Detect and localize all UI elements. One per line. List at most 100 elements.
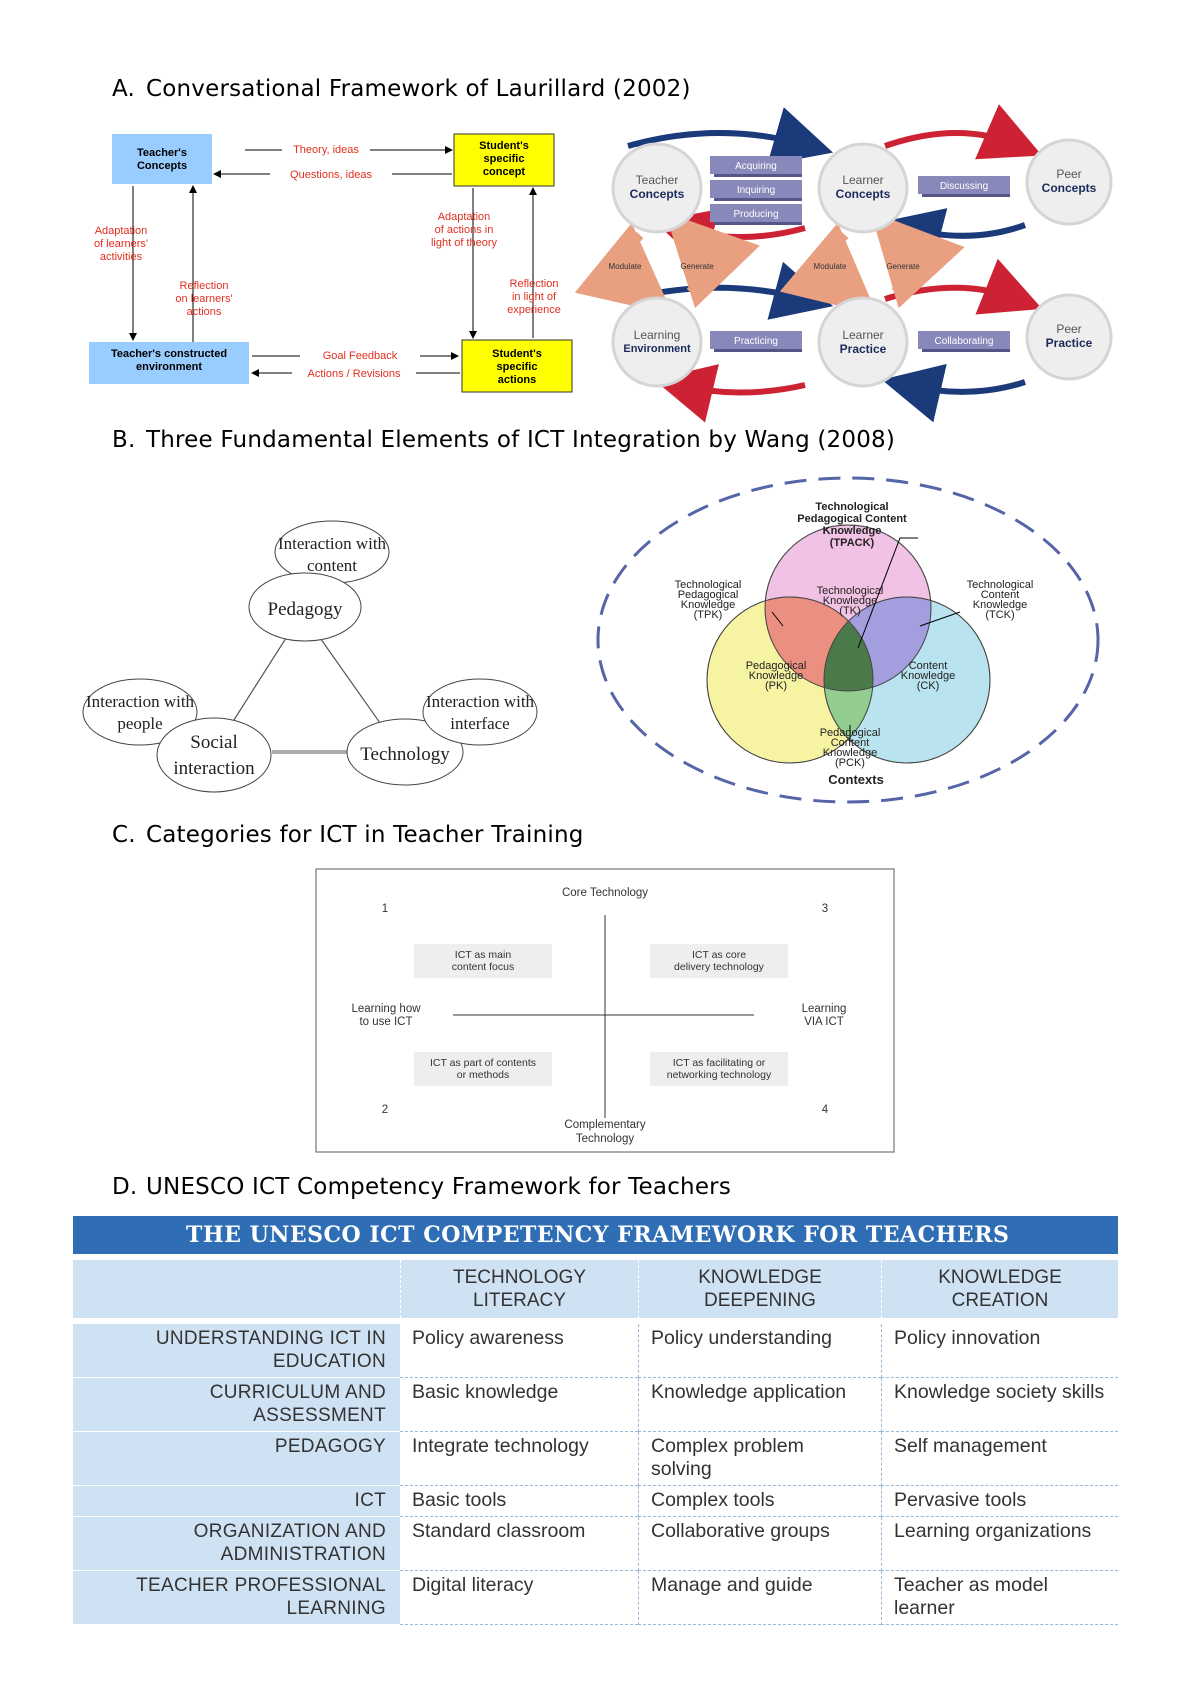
cycle-circle: Learner Practice: [817, 296, 909, 388]
tpack-label: Technological: [675, 579, 742, 591]
table-cell: Policy understanding: [638, 1324, 881, 1378]
svg-text:ICT as main: ICT as main: [455, 949, 512, 961]
activity-box: Discussing: [918, 176, 1010, 197]
tpack-label: Pedagogical: [746, 660, 807, 672]
tpack-label: Content: [909, 660, 948, 672]
flow-label: experience: [507, 304, 561, 316]
box-text: Teacher's constructed: [111, 348, 227, 360]
tpack-label: Content: [831, 737, 870, 749]
teacher-concepts-box: [112, 134, 212, 184]
box-text: Student's: [492, 348, 542, 360]
svg-text:ICT as facilitating or: ICT as facilitating or: [673, 1057, 766, 1069]
tpack-label: Pedagogical: [678, 589, 739, 601]
svg-text:Learner: Learner: [842, 328, 883, 342]
axis-label: VIA ICT: [804, 1016, 844, 1028]
svg-text:Pedagogy: Pedagogy: [268, 599, 343, 620]
wang-node: Interaction with interface: [422, 678, 538, 746]
table-cell: Learning organizations: [881, 1517, 1118, 1571]
tpack-label: (TPK): [694, 609, 723, 621]
tpack-label: (TPACK): [830, 537, 875, 549]
box-text: Concepts: [137, 160, 187, 172]
svg-text:people: people: [117, 714, 162, 733]
svg-text:Learning: Learning: [634, 328, 681, 342]
tpack-label: Knowledge: [823, 595, 877, 607]
quadrant-number: 2: [382, 1104, 388, 1116]
quadrant-number: 4: [822, 1104, 829, 1116]
wang-node: Interaction with content: [274, 520, 390, 584]
tpack-label: Knowledge: [823, 747, 877, 759]
svg-text:content focus: content focus: [452, 961, 514, 973]
svg-text:Interaction with: Interaction with: [426, 692, 535, 711]
svg-text:Peer: Peer: [1056, 322, 1081, 336]
svg-text:delivery technology: delivery technology: [674, 961, 765, 973]
cycle-circle: Learner Concepts: [817, 142, 909, 234]
table-cell: Standard classroom: [400, 1517, 638, 1571]
heading-a: A.Conversational Framework of Laurillard…: [112, 76, 691, 102]
svg-text:or methods: or methods: [457, 1069, 510, 1081]
axis-label: Technology: [576, 1133, 634, 1145]
tpack-label: (TK): [839, 605, 860, 617]
svg-text:Producing: Producing: [733, 209, 778, 220]
axis-label: Learning: [802, 1003, 847, 1015]
tpack-label: (PCK): [835, 757, 865, 769]
svg-text:networking technology: networking technology: [667, 1069, 772, 1081]
svg-text:ICT as core: ICT as core: [692, 949, 746, 961]
table-cell: Basic tools: [400, 1486, 638, 1517]
svg-text:Concepts: Concepts: [630, 187, 685, 201]
table-cell: Integrate technology: [400, 1432, 638, 1486]
cycle-circle: Teacher Concepts: [611, 142, 703, 234]
table-cell: Policy awareness: [400, 1324, 638, 1378]
tpack-label: (PK): [765, 680, 787, 692]
svg-text:Teacher: Teacher: [636, 173, 679, 187]
flow-label: Actions / Revisions: [308, 368, 401, 380]
heading-d: D.UNESCO ICT Competency Framework for Te…: [112, 1174, 731, 1200]
table-cell: Policy innovation: [881, 1324, 1118, 1378]
box-text: actions: [498, 374, 537, 386]
box-text: environment: [136, 361, 202, 373]
flow-label: Reflection: [510, 278, 559, 290]
svg-text:Concepts: Concepts: [1042, 181, 1097, 195]
svg-text:Collaborating: Collaborating: [935, 336, 994, 347]
teacher-env-box: [89, 342, 249, 384]
contexts-label: Contexts: [828, 772, 884, 787]
flow-label: Goal Feedback: [323, 350, 398, 362]
cycle-small-label: Modulate: [609, 262, 642, 271]
tpack-label: Technological: [967, 579, 1034, 591]
quadrant-number: 3: [822, 903, 828, 915]
flow-label: of actions in: [435, 224, 494, 236]
table-cell: Pervasive tools: [881, 1486, 1118, 1517]
svg-text:Interaction with: Interaction with: [278, 534, 387, 553]
tpack-label: Knowledge: [681, 599, 735, 611]
activity-box: Acquiring: [710, 156, 802, 177]
flow-label: Reflection: [180, 280, 229, 292]
box-text: concept: [483, 166, 526, 178]
wang-node: Interaction with people: [82, 678, 198, 746]
table-row: CURRICULUM AND ASSESSMENT Basic knowledg…: [73, 1378, 1118, 1432]
flow-label: actions: [187, 306, 222, 318]
cycle-circle: Peer Concepts: [1025, 138, 1113, 226]
svg-text:interaction: interaction: [173, 758, 255, 779]
student-actions-box: [461, 339, 573, 393]
table-cell: Complex problem solving: [638, 1432, 881, 1486]
axis-label: Complementary: [564, 1119, 645, 1131]
cycle-small-label: Generate: [680, 262, 714, 271]
heading-letter: A.: [112, 76, 136, 102]
cycle-circle: Learning Environment: [611, 296, 703, 388]
row-label: PEDAGOGY: [73, 1432, 400, 1486]
flow-label: light of theory: [431, 237, 498, 249]
box-text: Student's: [479, 140, 529, 152]
table-row: PEDAGOGY Integrate technology Complex pr…: [73, 1432, 1118, 1486]
svg-text:Learner: Learner: [842, 173, 883, 187]
heading-c: C.Categories for ICT in Teacher Training: [112, 822, 584, 848]
heading-letter: B.: [112, 427, 136, 453]
flow-label: Theory, ideas: [293, 144, 359, 156]
heading-letter: D.: [112, 1174, 138, 1200]
box-text: specific: [484, 153, 525, 165]
tpack-label: Pedagogical Content: [797, 513, 907, 525]
table-cell: Collaborative groups: [638, 1517, 881, 1571]
